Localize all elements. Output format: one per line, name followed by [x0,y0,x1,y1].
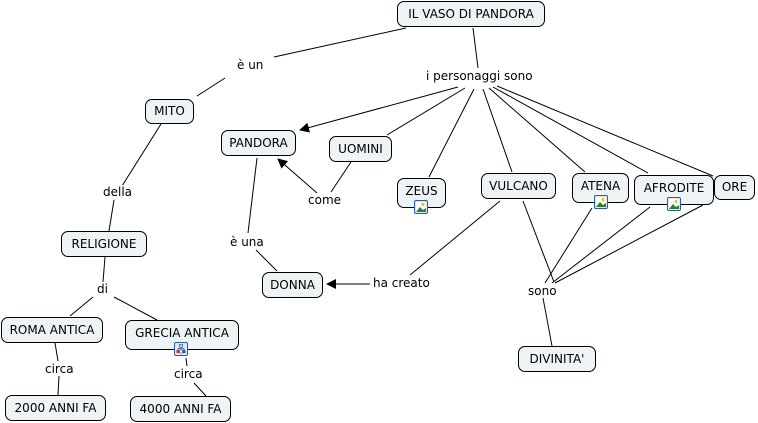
link-e-una[interactable]: è una [229,235,265,249]
concept-label: AFRODITE [643,181,705,195]
image-icon[interactable] [414,200,428,214]
link-come[interactable]: come [307,193,343,207]
edge-uomini-come [330,161,352,193]
edge-circa-4000 [193,382,207,397]
edge-personaggi-zeus [428,88,475,178]
concept-label: ZEUS [405,184,438,198]
link-circa-grecia[interactable]: circa [173,367,204,381]
concept-label: ATENA [580,179,621,193]
edge-personaggi-pandora [299,86,459,133]
link-i-personaggi-sono[interactable]: i personaggi sono [425,69,534,83]
edge-euna-donna [255,249,278,272]
concept-label: MITO [154,104,185,118]
concept-label: DONNA [270,278,315,292]
concept-label: RELIGIONE [71,237,137,251]
edge-afrodite-sono [551,206,651,284]
concept-label: 4000 ANNI FA [139,402,222,416]
concept-pandora[interactable]: PANDORA [221,130,296,156]
concept-label: ORE [721,180,748,194]
edge-come-pandora [277,158,318,194]
image-icon[interactable] [594,195,608,209]
edge-atena-sono [544,207,593,284]
edge-vulcano-hacreato [409,200,501,276]
concept-roma-antica[interactable]: ROMA ANTICA [1,317,103,343]
edge-personaggi-vulcano [482,88,513,173]
link-circa-roma[interactable]: circa [44,362,75,376]
link-della[interactable]: della [102,185,134,199]
concept-donna[interactable]: DONNA [262,272,323,298]
concept-label: GRECIA ANTICA [135,326,229,340]
concept-mito[interactable]: MITO [145,99,194,124]
concept-label: UOMINI [338,142,383,156]
edge-personaggi-atena [488,87,586,173]
edge-della-religione [108,199,115,232]
concept-map-link-icon[interactable] [174,342,188,356]
edge-religione-di [102,256,106,283]
concept-uomini[interactable]: UOMINI [329,136,392,162]
image-icon[interactable] [667,197,681,211]
edge-sono-divinita [542,297,553,347]
concept-atena[interactable]: ATENA [572,173,629,203]
edge-grecia-circa [185,357,188,367]
edge-pandora-euna [247,157,258,234]
concept-label: PANDORA [229,136,288,150]
edge-vulcano-sono [522,200,555,283]
edge-eun-mito [196,77,226,97]
edge-roma-circa [54,342,59,362]
edge-personaggi-afrodite [492,86,649,174]
concept-label: 2000 ANNI FA [14,401,97,415]
edge-ore-sono [554,204,704,284]
edge-di-roma [69,296,94,317]
concept-label: IL VASO DI PANDORA [408,7,534,21]
concept-religione[interactable]: RELIGIONE [61,231,147,257]
concept-2000-anni-fa[interactable]: 2000 ANNI FA [5,395,106,421]
concept-vulcano[interactable]: VULCANO [481,173,556,199]
edge-circa-2000 [57,375,60,396]
edge-vaso-personaggi [472,27,479,69]
concept-label: DIVINITA' [529,352,585,366]
concept-ore[interactable]: ORE [714,175,755,200]
edge-vaso-eun [273,27,407,58]
concept-label: ROMA ANTICA [9,323,95,337]
link-e-un[interactable]: è un [236,58,265,72]
edge-di-grecia [113,296,158,321]
edge-personaggi-ore [496,85,714,177]
link-di[interactable]: di [96,282,109,296]
edge-mito-della [121,123,162,187]
link-sono[interactable]: sono [527,284,558,298]
concept-label: VULCANO [489,179,548,193]
concept-grecia-antica[interactable]: GRECIA ANTICA [125,320,239,350]
edge-personaggi-uomini [386,87,466,136]
concept-4000-anni-fa[interactable]: 4000 ANNI FA [130,396,231,422]
concept-il-vaso-di-pandora[interactable]: IL VASO DI PANDORA [397,1,545,27]
link-ha-creato[interactable]: ha creato [372,276,431,290]
concept-divinita[interactable]: DIVINITA' [518,346,596,372]
